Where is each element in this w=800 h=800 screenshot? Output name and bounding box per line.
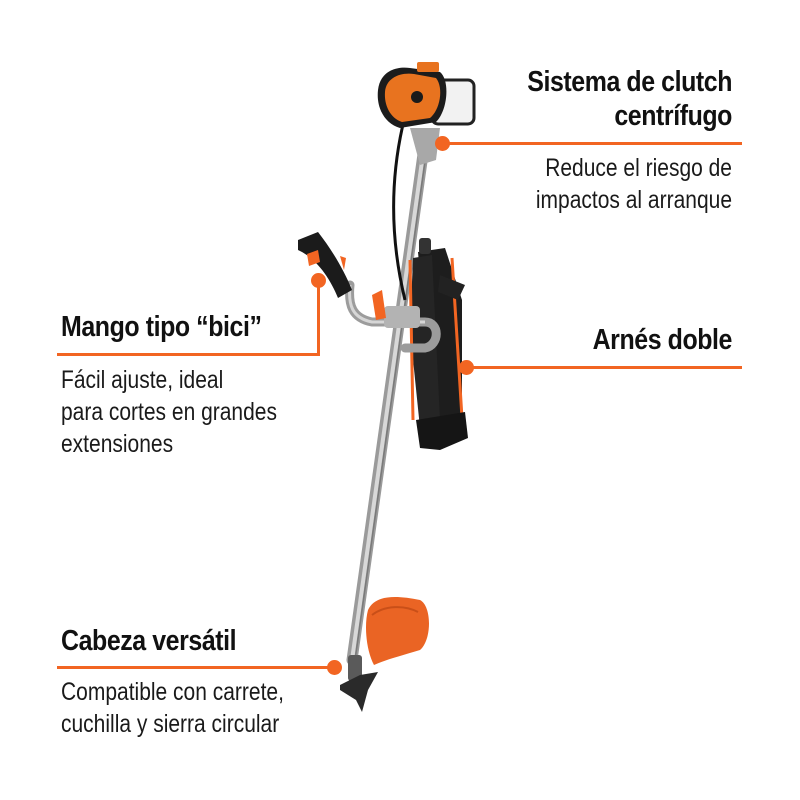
callout-clutch-description: Reduce el riesgo de impactos al arranque	[463, 152, 732, 216]
callout-harness-title: Arnés doble	[508, 323, 733, 357]
callout-handle-line	[57, 353, 320, 356]
callout-handle-title-line-1: Mango tipo “bici”	[61, 311, 262, 343]
callout-head-desc-line-1: Compatible con carrete,	[61, 678, 284, 706]
callout-handle-desc-line-2: para cortes en grandes	[61, 398, 277, 426]
bike-handle	[298, 232, 441, 353]
callout-head-description: Compatible con carrete, cuchilla y sierr…	[61, 676, 284, 740]
cutting-head	[340, 597, 429, 712]
callout-head-title-line-1: Cabeza versátil	[61, 625, 237, 657]
callout-clutch-desc-line-1: Reduce el riesgo de	[545, 154, 732, 182]
throttle-cable	[392, 119, 407, 301]
callout-handle-desc-line-1: Fácil ajuste, ideal	[61, 366, 224, 394]
callout-handle-description: Fácil ajuste, ideal para cortes en grand…	[61, 364, 277, 460]
callout-head-line	[57, 666, 329, 669]
callout-handle-desc-line-3: extensiones	[61, 430, 174, 458]
callout-clutch-desc-line-2: impactos al arranque	[535, 186, 732, 214]
callout-handle-vline	[317, 280, 320, 355]
shaft	[346, 134, 431, 666]
callout-clutch-title: Sistema de clutch centrífugo	[457, 65, 732, 133]
callout-harness-line	[466, 366, 742, 369]
callout-clutch-title-line-2: centrífugo	[614, 100, 732, 132]
callout-clutch-line	[442, 142, 742, 145]
callout-head-title: Cabeza versátil	[61, 624, 237, 658]
callout-handle-title: Mango tipo “bici”	[61, 310, 262, 344]
callout-harness-title-line-1: Arnés doble	[592, 324, 733, 356]
engine	[377, 62, 476, 165]
callout-clutch-title-line-1: Sistema de clutch	[527, 66, 732, 98]
callout-head-dot	[327, 660, 342, 675]
callout-head-desc-line-2: cuchilla y sierra circular	[61, 710, 280, 738]
